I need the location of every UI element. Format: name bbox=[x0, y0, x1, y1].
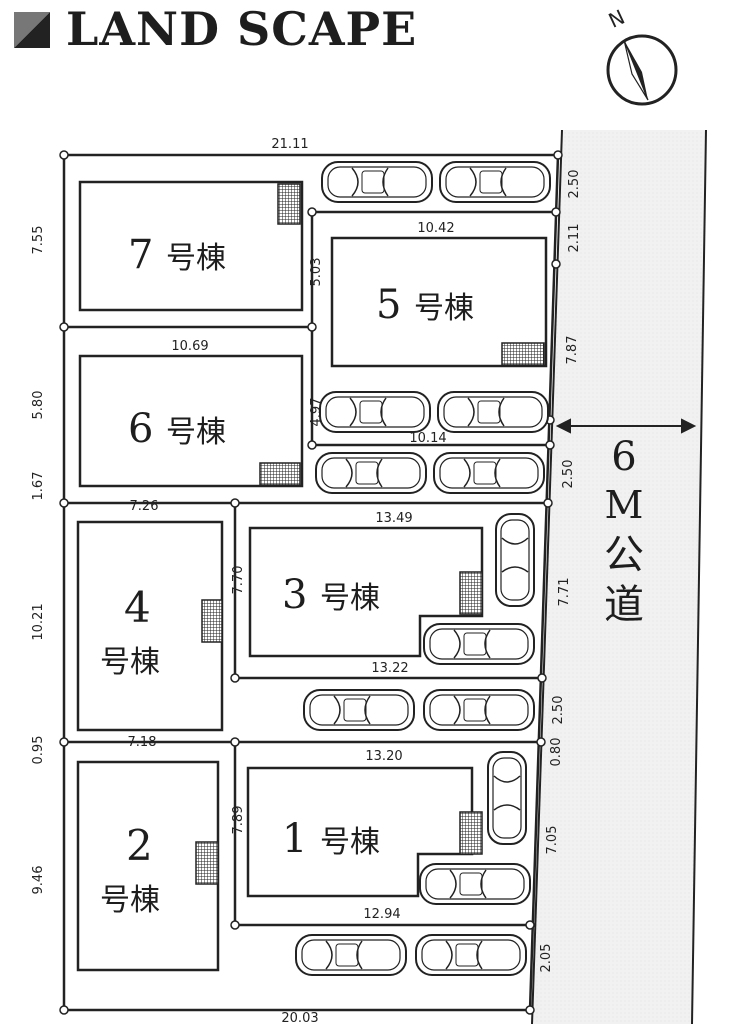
building-4 bbox=[76, 520, 224, 732]
road-label: 6 M 公 道 bbox=[604, 434, 644, 628]
dim-right-7: 0.80 bbox=[549, 738, 564, 767]
building-2-suffix: 号棟 bbox=[100, 883, 160, 918]
dim-lot3-bottom: 13.22 bbox=[371, 661, 408, 676]
dim-lot4-top: 7.26 bbox=[130, 499, 159, 514]
building-labels: 7 号棟 5 号棟 6 号棟 4 号棟 3 号棟 2 号棟 1 号棟 bbox=[100, 232, 474, 918]
dim-left-4: 10.21 bbox=[31, 603, 46, 640]
entrance-1-icon bbox=[459, 811, 483, 855]
car-icon bbox=[437, 391, 549, 433]
dim-left-6: 5.80 bbox=[31, 391, 46, 420]
dim-lot3-top: 13.49 bbox=[375, 511, 412, 526]
road-width: 6 bbox=[611, 434, 636, 480]
dim-lot6-top: 10.69 bbox=[171, 339, 208, 354]
dim-right-6: 2.50 bbox=[551, 696, 566, 725]
building-3-number: 3 bbox=[282, 572, 307, 618]
road-name-1: 公 bbox=[604, 532, 644, 578]
dim-right-4: 2.50 bbox=[561, 460, 576, 489]
car-icon bbox=[439, 161, 551, 203]
car-icon bbox=[495, 513, 535, 607]
dim-left-7: 7.55 bbox=[31, 226, 46, 255]
car-icon bbox=[419, 863, 531, 905]
dim-right-9: 2.05 bbox=[539, 944, 554, 973]
dim-lot1-left: 7.89 bbox=[231, 806, 246, 835]
entrance-5-icon bbox=[501, 342, 545, 366]
dim-lot2-top: 7.18 bbox=[128, 735, 157, 750]
page-title: LAND SCAPE bbox=[66, 2, 418, 56]
title-logo-icon bbox=[14, 12, 50, 48]
entrance-3-icon bbox=[459, 571, 483, 615]
building-4-number: 4 bbox=[124, 583, 151, 632]
dim-lot1-top: 13.20 bbox=[365, 749, 402, 764]
building-5-suffix: 号棟 bbox=[414, 291, 474, 326]
entrance-2-icon bbox=[195, 841, 219, 885]
dim-lot3-left: 7.70 bbox=[231, 566, 246, 595]
building-2 bbox=[76, 760, 220, 972]
dim-left-gap2: 0.95 bbox=[31, 736, 46, 765]
dim-left-2: 9.46 bbox=[31, 866, 46, 895]
dim-right-5: 7.71 bbox=[557, 578, 572, 607]
dim-lot5-left: 5.03 bbox=[309, 258, 324, 287]
road-unit: M bbox=[605, 483, 644, 527]
road-edge-east bbox=[691, 129, 707, 1024]
public-road bbox=[532, 130, 706, 1024]
car-icon bbox=[321, 161, 433, 203]
building-1-number: 1 bbox=[282, 816, 307, 862]
entrance-6-icon bbox=[259, 462, 301, 486]
entrance-4-icon bbox=[201, 599, 223, 643]
dim-top: 21.11 bbox=[271, 137, 308, 152]
building-6-suffix: 号棟 bbox=[166, 415, 226, 450]
building-1-suffix: 号棟 bbox=[320, 825, 380, 860]
building-1 bbox=[246, 766, 483, 898]
boundary-markers bbox=[59, 150, 563, 1015]
building-7 bbox=[78, 180, 304, 312]
car-icon bbox=[487, 751, 527, 845]
road-edge-west bbox=[531, 129, 563, 1024]
dim-lot5-top: 10.42 bbox=[417, 221, 454, 236]
building-6 bbox=[78, 354, 304, 488]
dim-right-2: 2.11 bbox=[567, 224, 582, 253]
building-6-number: 6 bbox=[128, 406, 153, 452]
building-7-number: 7 bbox=[128, 232, 153, 278]
dim-lot6-right: 4.97 bbox=[309, 398, 324, 427]
car-icon bbox=[415, 934, 527, 976]
dim-lot1-bottom: 12.94 bbox=[363, 907, 400, 922]
car-icon bbox=[315, 452, 427, 494]
car-icon bbox=[303, 689, 415, 731]
dim-right-8: 7.05 bbox=[545, 826, 560, 855]
building-4-suffix: 号棟 bbox=[100, 645, 160, 680]
building-3 bbox=[248, 526, 484, 658]
dim-right-3: 7.87 bbox=[565, 336, 580, 365]
dim-right-1: 2.50 bbox=[567, 170, 582, 199]
north-compass-icon: N bbox=[605, 5, 678, 106]
dimension-labels: 21.11 20.03 10.42 10.69 10.14 7.26 13.49… bbox=[31, 137, 582, 1024]
dim-lot6-bottom: 10.14 bbox=[409, 431, 446, 446]
dim-bottom: 20.03 bbox=[281, 1011, 318, 1024]
building-2-number: 2 bbox=[126, 821, 153, 870]
car-icon bbox=[423, 623, 535, 665]
building-5-number: 5 bbox=[376, 282, 401, 328]
car-icon bbox=[319, 391, 431, 433]
building-5 bbox=[330, 236, 548, 368]
entrance-7-icon bbox=[277, 183, 301, 225]
car-icon bbox=[433, 452, 545, 494]
compass-label: N bbox=[605, 5, 629, 33]
building-7-suffix: 号棟 bbox=[166, 241, 226, 276]
building-3-suffix: 号棟 bbox=[320, 581, 380, 616]
car-icon bbox=[295, 934, 407, 976]
road-width-arrow bbox=[555, 418, 697, 434]
car-icon bbox=[423, 689, 535, 731]
road-name-2: 道 bbox=[604, 582, 644, 628]
dim-left-gap1: 1.67 bbox=[31, 472, 46, 501]
